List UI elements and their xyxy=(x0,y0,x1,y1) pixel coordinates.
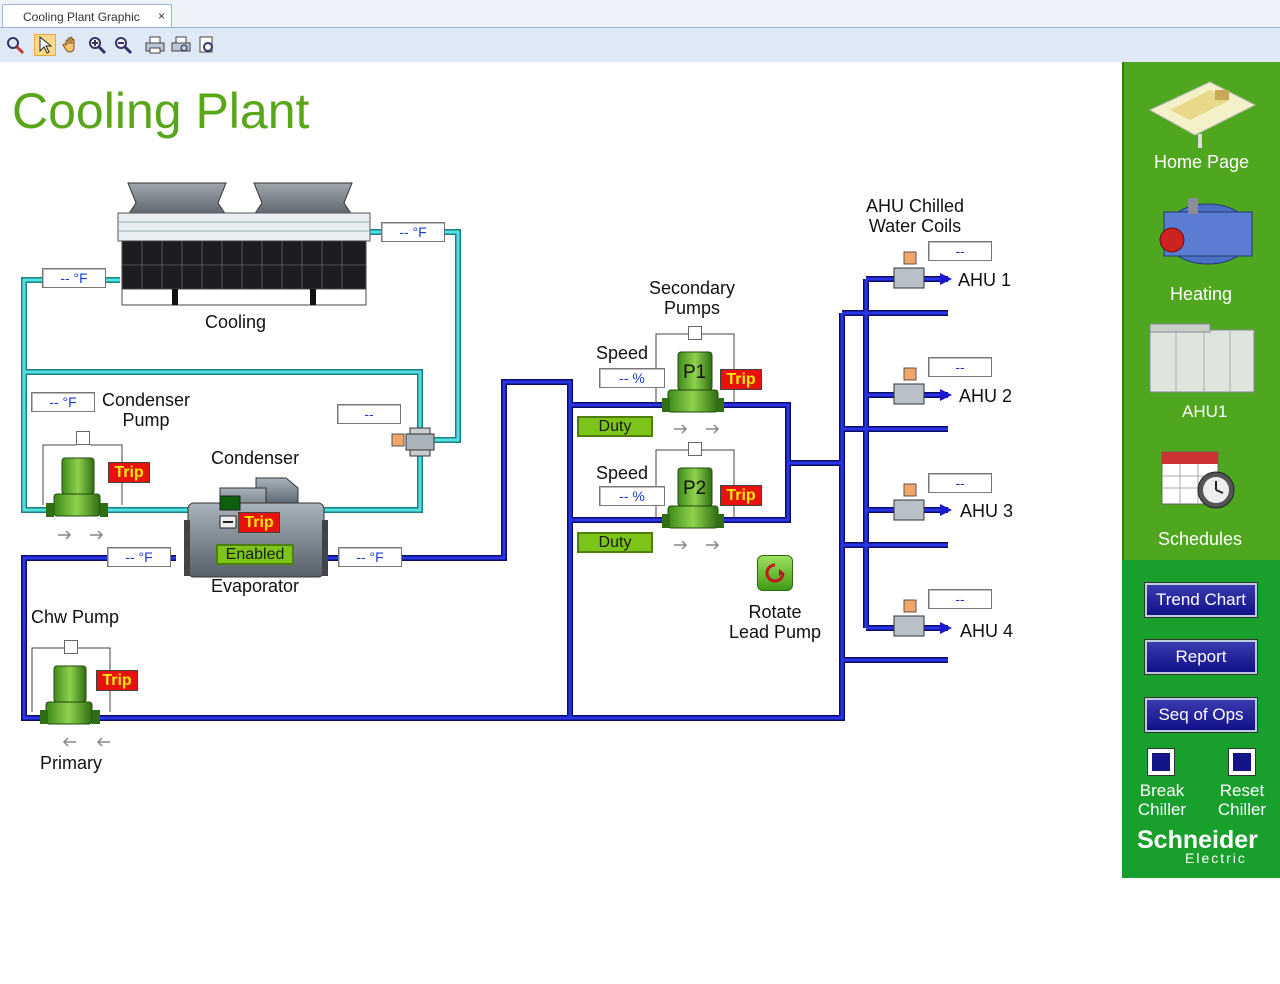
condenser-pump-temp: -- °F xyxy=(31,392,95,412)
chiller-status[interactable]: Enabled xyxy=(216,544,294,565)
tab-bar: Cooling Plant Graphic × xyxy=(0,0,1280,28)
p1-name: P1 xyxy=(683,362,707,383)
chw-pump-trip: Trip xyxy=(96,670,138,691)
tower-return-temp: -- °F xyxy=(42,268,106,288)
print-icon[interactable] xyxy=(144,34,166,56)
condenser-pump-label: Condenser Pump xyxy=(101,390,191,430)
chw-pump-label: Chw Pump xyxy=(31,607,120,627)
ahu-1-label[interactable]: AHU 1 xyxy=(958,270,1012,290)
ahu-4-label[interactable]: AHU 4 xyxy=(960,621,1014,641)
print-preview-icon[interactable] xyxy=(170,34,192,56)
p1-speed-value: -- % xyxy=(599,368,665,388)
tower-supply-temp: -- °F xyxy=(381,222,445,242)
p2-speed-label: Speed xyxy=(596,463,649,483)
break-chiller-label: Break Chiller xyxy=(1137,781,1187,819)
break-chiller-toggle[interactable] xyxy=(1147,748,1175,776)
reset-chiller-toggle[interactable] xyxy=(1228,748,1256,776)
condenser-pump-command-box[interactable] xyxy=(76,431,90,445)
ahu-2-label[interactable]: AHU 2 xyxy=(959,386,1013,406)
search-icon[interactable] xyxy=(4,34,26,56)
cooling-tower-label: Cooling xyxy=(205,312,267,332)
chw-return-temp: -- °F xyxy=(107,547,171,567)
p1-speed-label: Speed xyxy=(596,343,649,363)
ahu-3-value: -- xyxy=(928,473,992,493)
bypass-valve-value: -- xyxy=(337,404,401,424)
toolbar xyxy=(0,28,1280,62)
ahu-valves xyxy=(893,251,925,637)
ahu-3-label[interactable]: AHU 3 xyxy=(960,501,1014,521)
flow-arrows xyxy=(58,424,720,747)
seq-of-ops-button[interactable]: Seq of Ops xyxy=(1145,698,1257,732)
rotate-lead-pump-label[interactable]: Rotate Lead Pump xyxy=(728,602,822,642)
trend-chart-button[interactable]: Trend Chart xyxy=(1145,583,1257,617)
secondary-pump-p1 xyxy=(655,333,735,413)
brand-logo: Schneider xyxy=(1137,826,1258,854)
chw-pump xyxy=(31,647,111,725)
p2-trip: Trip xyxy=(720,485,762,506)
heating-icon[interactable] xyxy=(1148,192,1256,276)
page-setup-icon[interactable] xyxy=(196,34,218,56)
secondary-pumps-label: Secondary Pumps xyxy=(648,278,736,318)
chilled-water-loop xyxy=(21,276,948,721)
condenser-pump xyxy=(42,444,123,517)
report-button[interactable]: Report xyxy=(1145,640,1257,674)
p1-command-box[interactable] xyxy=(688,326,702,340)
p2-command-box[interactable] xyxy=(688,442,702,456)
ahu-arrowheads xyxy=(940,273,952,634)
cooling-tower xyxy=(117,182,371,306)
chw-pump-command-box[interactable] xyxy=(64,640,78,654)
home-page-icon[interactable] xyxy=(1140,70,1260,150)
p1-duty[interactable]: Duty xyxy=(577,416,653,437)
p1-trip: Trip xyxy=(720,369,762,390)
zoom-in-icon[interactable] xyxy=(86,34,108,56)
evaporator-label: Evaporator xyxy=(211,576,300,596)
ahu1-icon[interactable] xyxy=(1146,320,1258,398)
p2-duty[interactable]: Duty xyxy=(577,532,653,553)
ahu-4-value: -- xyxy=(928,589,992,609)
close-icon[interactable]: × xyxy=(157,9,165,23)
pointer-icon[interactable] xyxy=(34,34,56,56)
chw-supply-temp: -- °F xyxy=(338,547,402,567)
condenser-label: Condenser xyxy=(211,448,300,468)
ahu-coils-label: AHU Chilled Water Coils xyxy=(865,196,965,236)
zoom-out-icon[interactable] xyxy=(112,34,134,56)
ahu-1-value: -- xyxy=(928,241,992,261)
sidebar-item-home-page[interactable]: Home Page xyxy=(1154,152,1250,172)
sidebar-item-schedules[interactable]: Schedules xyxy=(1158,529,1243,549)
page-title: Cooling Plant xyxy=(12,83,310,139)
p2-name: P2 xyxy=(683,478,707,499)
tab-title: Cooling Plant Graphic xyxy=(23,10,140,24)
bypass-valve xyxy=(391,427,435,457)
p2-speed-value: -- % xyxy=(599,486,665,506)
brand-logo-sub: Electric xyxy=(1185,850,1247,866)
pan-hand-icon[interactable] xyxy=(60,34,82,56)
rotate-icon[interactable] xyxy=(757,555,793,591)
primary-label: Primary xyxy=(40,753,102,773)
sidebar-item-ahu1[interactable]: AHU1 xyxy=(1182,402,1228,421)
chiller-trip: Trip xyxy=(238,512,280,533)
sidebar-item-heating[interactable]: Heating xyxy=(1170,284,1233,304)
tab-cooling-plant-graphic[interactable]: Cooling Plant Graphic × xyxy=(2,4,172,27)
reset-chiller-label: Reset Chiller xyxy=(1217,781,1267,819)
ahu-2-value: -- xyxy=(928,357,992,377)
secondary-pump-p2 xyxy=(655,449,735,529)
schedules-icon[interactable] xyxy=(1156,440,1240,520)
condenser-pump-trip: Trip xyxy=(108,462,150,483)
